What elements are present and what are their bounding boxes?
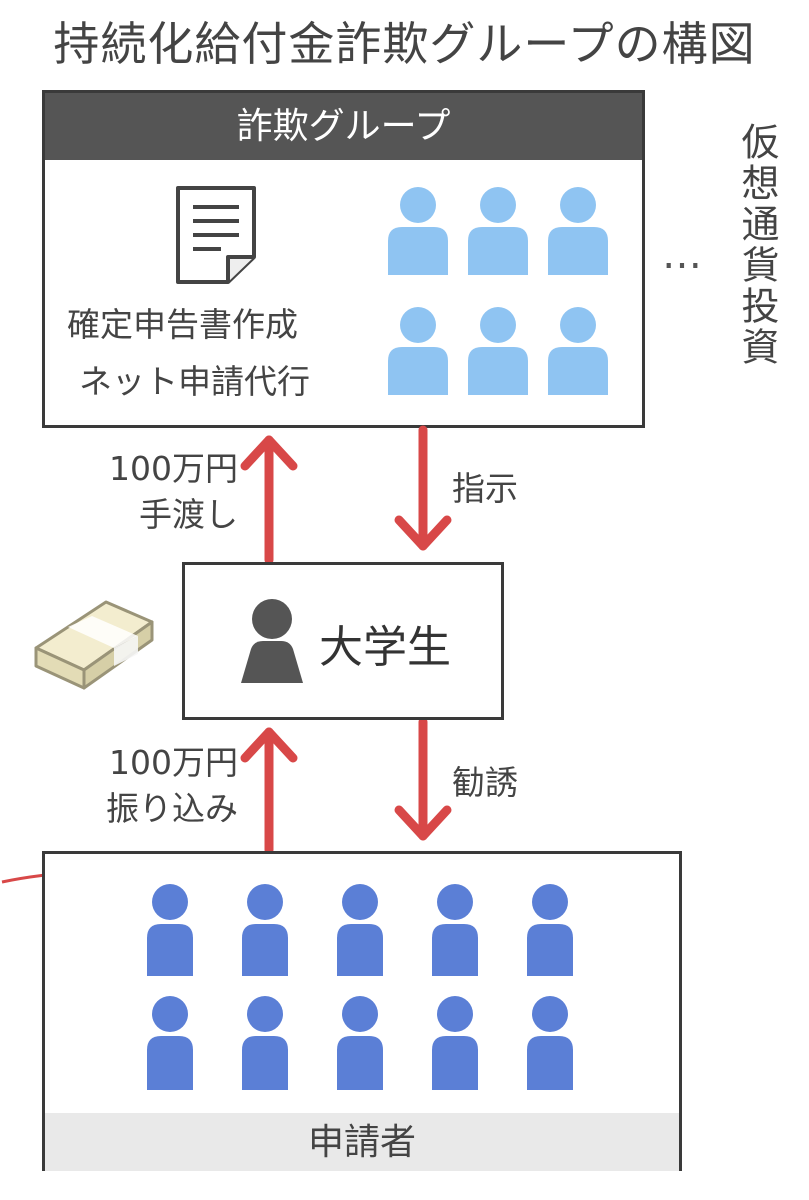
applicant-icon [242,884,288,976]
label-bank-transfer: 振り込み [106,789,238,828]
fraud-member-icon [388,307,448,395]
document-icon [176,186,256,284]
applicants-box: 申請者 [42,851,682,1171]
arrow-down-recruitment [394,717,452,841]
label-cash-amount-lower: 100万円 [109,743,238,782]
student-box: 大学生 [182,562,504,720]
applicant-icon [527,884,573,976]
fraud-member-icon [468,187,528,275]
diagram-title: 持続化給付金詐欺グループの構図 [53,17,756,71]
applicant-icon [242,996,288,1090]
fraud-task-online-application: ネット申請代行 [79,362,310,401]
label-recruitment: 勧誘 [452,763,518,802]
applicant-icon [147,996,193,1090]
fraud-group-header: 詐欺グループ [45,93,642,160]
applicant-icon [527,996,573,1090]
fraud-task-tax-return: 確定申告書作成 [67,305,298,344]
fraud-member-icon [548,187,608,275]
applicant-icon [147,884,193,976]
label-handover: 手渡し [139,495,238,534]
fraud-members-group [388,187,608,395]
fraud-member-icon [468,307,528,395]
applicant-icon [432,996,478,1090]
applicant-members-group [147,884,573,1090]
student-person-icon [241,599,303,683]
arrow-up-bank-transfer [240,727,298,855]
applicant-icon [337,996,383,1090]
cash-bundle-icon [34,600,154,690]
fraud-member-icon [388,187,448,275]
ellipsis: … [662,232,706,278]
student-label: 大学生 [319,622,451,673]
fraud-group-box: 詐欺グループ 確定申告書作成 ネット申請代行 [42,90,645,428]
label-instruction: 指示 [452,469,518,508]
arrow-down-instruction [394,425,452,551]
arrow-up-cash-handover [240,435,298,565]
applicants-label: 申請者 [45,1113,679,1171]
fraud-member-icon [548,307,608,395]
applicant-icon [337,884,383,976]
crypto-investment-label: 仮想通貨投資 [735,122,779,368]
applicant-icon [432,884,478,976]
label-cash-amount-upper: 100万円 [109,449,238,488]
